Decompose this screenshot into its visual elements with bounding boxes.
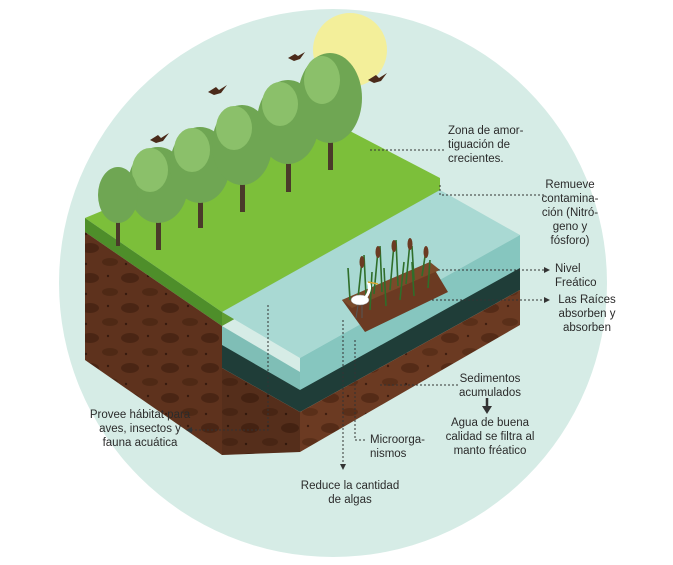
grass-top (85, 118, 440, 312)
label-microorganismos: Microorga- nismos (370, 434, 425, 460)
water-top (222, 190, 520, 358)
tree (212, 105, 272, 212)
label-zona-amortiguacion: Zona de amor- tiguación de crecientes. (448, 125, 524, 165)
bird (288, 52, 305, 61)
birds (150, 52, 387, 143)
tree-line (98, 53, 362, 250)
leader-lines (190, 149, 545, 466)
label-reduce-algas: Reduce la cantidad de algas (300, 480, 400, 506)
bird (368, 73, 387, 83)
bird (150, 133, 169, 143)
tree (98, 167, 138, 246)
soil-left-face (85, 232, 222, 455)
label-sedimentos: Sedimentos acumulados (458, 373, 521, 399)
marsh-island (342, 262, 448, 332)
label-provee-habitat: Provee hábitat para aves, insectos y fau… (89, 409, 191, 449)
bird (208, 85, 227, 95)
soil-left-shade (85, 232, 222, 455)
cattail-heads (359, 238, 429, 268)
label-remueve-contaminacion: Remueve contamina- ción (Nitró- geno y f… (541, 179, 599, 247)
tree (298, 53, 362, 170)
soil-front-face (222, 368, 300, 455)
leader-arrowheads (186, 267, 550, 470)
label-raices: Las Raíces absorben y absorben (558, 294, 616, 334)
label-nivel-freatico: Nivel Freático (555, 263, 597, 289)
heron (350, 281, 379, 319)
label-agua-filtra: Agua de buena calidad se filtra al manto… (445, 417, 535, 457)
soil-right-face (300, 290, 520, 452)
